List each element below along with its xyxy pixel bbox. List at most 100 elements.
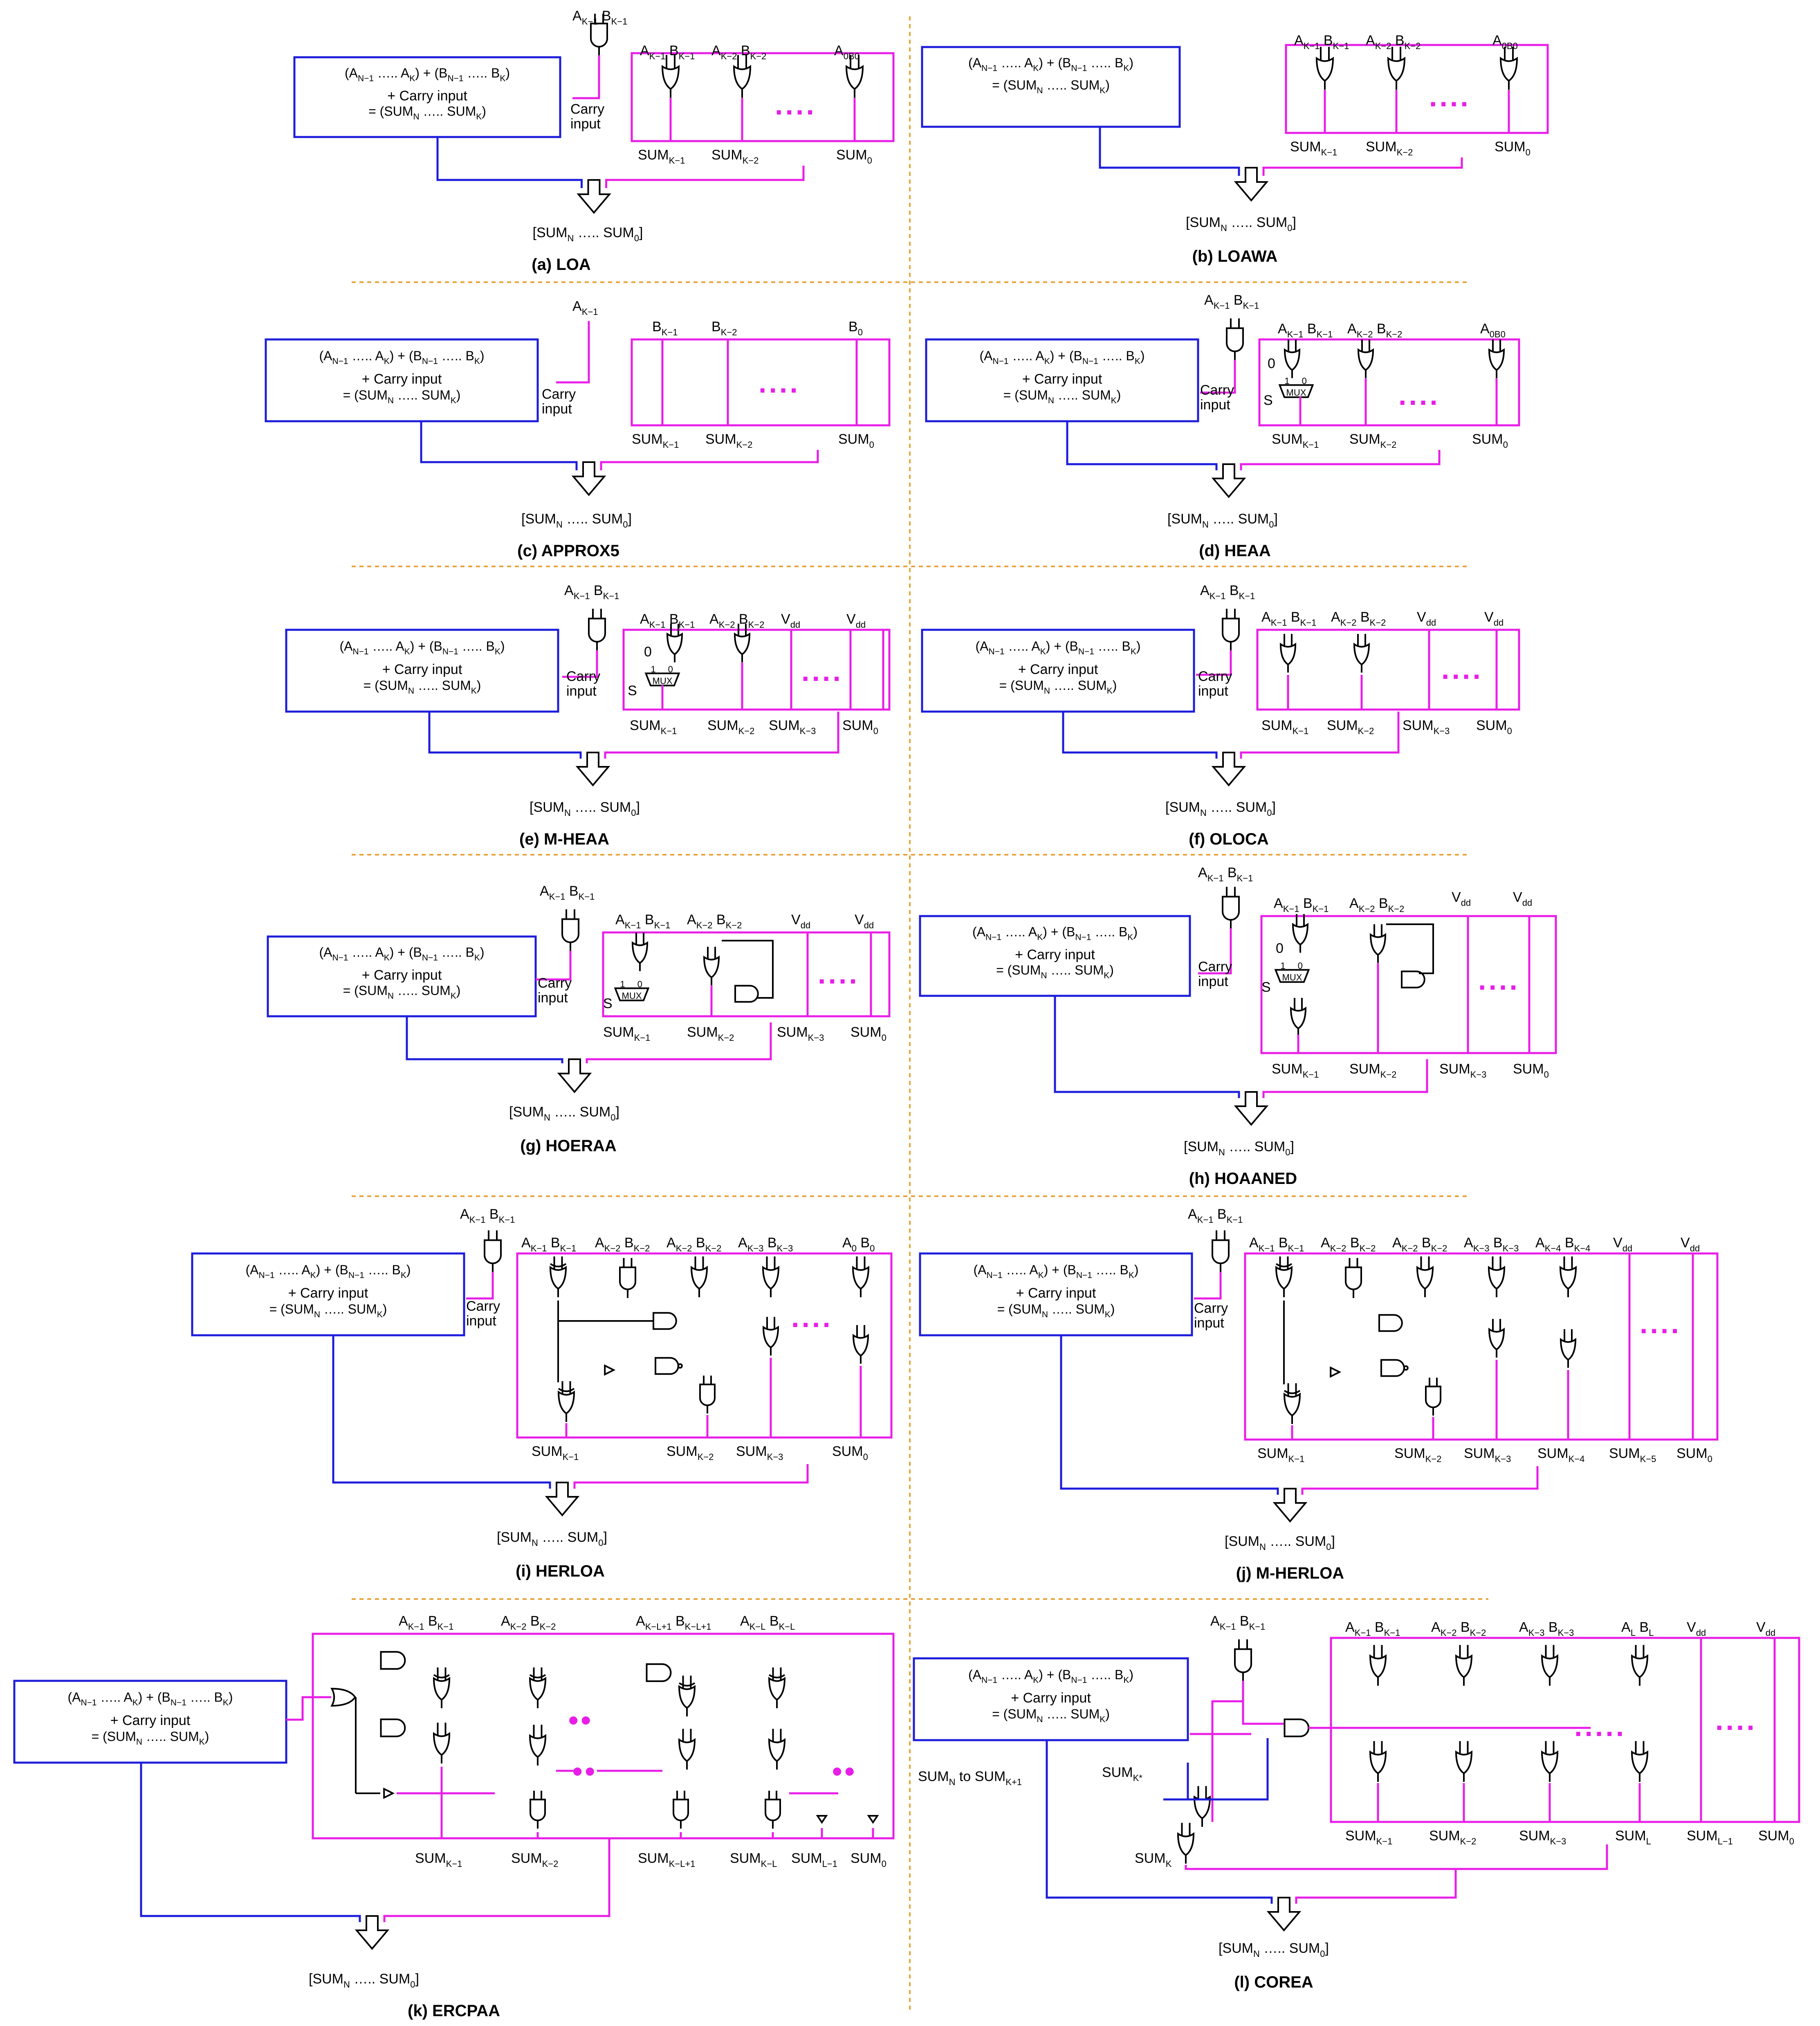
label-base: B — [1217, 1206, 1227, 1222]
label-sub: N — [314, 1310, 320, 1319]
or-gate-icon — [1559, 1256, 1577, 1298]
or-gate-icon — [1455, 1741, 1473, 1782]
exact-eq-line3: = (SUMN ….. SUMK) — [992, 78, 1110, 95]
label-base: SUM — [630, 718, 661, 733]
label-sub: K−3 — [777, 1243, 793, 1253]
merge-arrow-icon — [1211, 752, 1246, 787]
label-base: ] — [615, 1104, 619, 1120]
label-base: A — [460, 1206, 469, 1222]
label-gap — [485, 1206, 489, 1222]
input-pair: AK−1​ BK−1​ — [1294, 33, 1349, 51]
label-base: (A — [972, 925, 986, 939]
ellipsis: ..... — [1574, 1710, 1626, 1742]
label-base: ) — [456, 983, 461, 998]
carry-wire — [1200, 360, 1236, 394]
label-sub: K−1 — [549, 892, 566, 902]
gate-body — [762, 1325, 779, 1349]
exact-eq-line3: = (SUMN ….. SUMK) — [343, 388, 461, 405]
label-gap — [665, 43, 669, 58]
carry-input-label: Carry — [1194, 1301, 1228, 1316]
label-sub: K — [1123, 64, 1129, 73]
gate-body — [619, 1266, 636, 1290]
exact-to-merge — [436, 137, 583, 188]
label-base: ) + (B — [390, 348, 422, 363]
label-sub: dd — [1522, 898, 1532, 908]
label-base: ] — [1292, 215, 1296, 230]
label-sub: K−1 — [1355, 1628, 1371, 1638]
carry-input-label: input — [538, 990, 568, 1006]
label-base: V — [1687, 1619, 1696, 1635]
panel-caption: (e) M-HEAA — [519, 830, 609, 848]
and-gate-icon — [484, 1230, 502, 1273]
merge-arrow-icon — [1234, 1091, 1269, 1126]
output-label: SUMK−2​ — [1366, 139, 1413, 157]
arrow-body — [545, 1482, 580, 1517]
label-sub: K−1 — [582, 307, 598, 317]
input-label: BK−1​ — [652, 319, 678, 337]
gate-body — [1499, 56, 1518, 82]
label-base: ) — [1134, 1262, 1139, 1277]
label-sub: K — [1166, 1859, 1172, 1869]
label-sub: N−1 — [171, 1698, 186, 1707]
label-base: ….. SUM — [1209, 511, 1269, 527]
or-gate-icon — [631, 932, 649, 971]
label-sub: K−1 — [1210, 591, 1226, 601]
label-base: V — [846, 611, 856, 627]
mux-body — [644, 672, 680, 687]
carry-input-label: Carry — [538, 975, 572, 991]
arrow-body — [571, 461, 606, 496]
carry-gate-inputs: AK−1​ BK−1​ — [540, 883, 595, 902]
gate-body — [590, 22, 608, 48]
label-base: B — [1379, 896, 1388, 911]
merge-arrow-icon — [571, 461, 606, 496]
gate-body — [433, 1677, 451, 1701]
exact-eq-line1: (AN−1 ….. AK) + (BN−1 ….. BK) — [319, 348, 484, 366]
input-pair: AK−2​ BK−2​ — [1347, 321, 1402, 339]
label-sub: 0 — [869, 440, 874, 450]
label-sub: K−1 — [1214, 301, 1230, 311]
output-label: SUML​ — [1615, 1828, 1651, 1846]
label-base: A — [1278, 321, 1287, 337]
mux-body — [1274, 969, 1310, 983]
gate-body — [655, 1357, 679, 1375]
label-base: A — [564, 583, 574, 598]
label-base: [SUM — [497, 1530, 532, 1545]
label-base: ….. SUM — [538, 1530, 598, 1545]
label-base: ….. SUM — [563, 511, 623, 527]
label-base: ….. B — [186, 1690, 223, 1705]
label-base: ) — [383, 1302, 387, 1316]
gate-body — [1378, 1314, 1403, 1332]
ground-icon — [816, 1815, 828, 1824]
and-gate-icon — [1284, 1718, 1310, 1737]
label-sub: K — [1111, 396, 1117, 405]
label-base: B — [1240, 1613, 1249, 1629]
label-sub: K−2 — [1397, 147, 1413, 157]
label-sub: 0 — [634, 233, 639, 243]
label-sub: 0 — [1267, 808, 1272, 818]
label-sub: dd — [1494, 618, 1504, 628]
input-pair: A0B0​ — [834, 43, 860, 61]
arrow-body — [1211, 752, 1246, 787]
label-base: SUM — [1135, 1851, 1166, 1866]
output-label: SUMK−1​ — [638, 147, 685, 166]
label-sub: K — [1100, 86, 1105, 95]
label-base: A — [1204, 292, 1214, 308]
label-sub: K — [401, 1271, 406, 1280]
label-base: ….. SUM — [574, 225, 634, 240]
ellipsis: •• — [832, 1755, 857, 1787]
label-base: B — [1324, 33, 1333, 48]
carry-input-label: input — [1200, 397, 1230, 413]
gate-body — [768, 1738, 786, 1762]
and-gate-icon — [1212, 1230, 1230, 1273]
xor-arc — [768, 1674, 785, 1678]
exact-to-merge — [1046, 1740, 1273, 1904]
label-sub: K−3 — [1528, 1628, 1545, 1638]
or-gate-icon — [529, 1725, 547, 1766]
label-base: A — [1249, 1235, 1259, 1251]
label-sub: N — [1219, 1147, 1225, 1157]
label-base: SUM — [975, 1769, 1006, 1784]
and-gate-icon — [619, 1258, 636, 1298]
xor-arc — [433, 1674, 450, 1678]
